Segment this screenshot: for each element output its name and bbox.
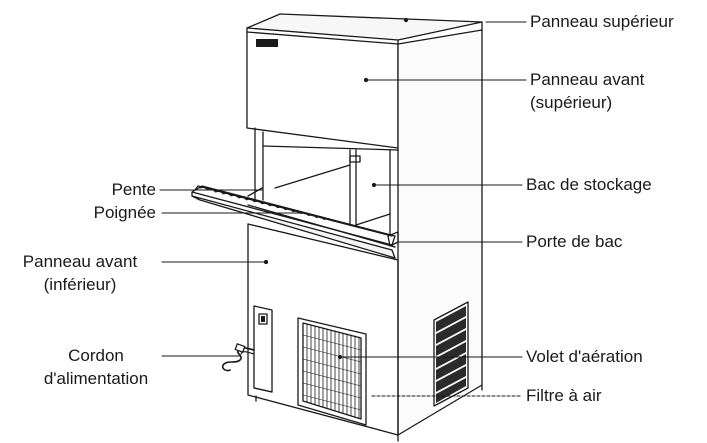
leader-lines xyxy=(159,17,527,397)
upper-front-panel xyxy=(246,31,399,149)
label-pente: Pente xyxy=(111,180,156,199)
label-volet-aeration: Volet d'aération xyxy=(526,347,643,366)
label-poignee: Poignée xyxy=(93,203,156,222)
label-panneau-avant-superieur-line2: (supérieur) xyxy=(530,93,613,112)
power-cord xyxy=(221,343,255,372)
storage-bin xyxy=(254,127,399,241)
power-cord-housing xyxy=(253,305,273,393)
label-porte-de-bac: Porte de bac xyxy=(526,232,623,251)
feet xyxy=(255,384,483,442)
label-panneau-avant-inferieur-line1: Panneau avant xyxy=(22,252,138,271)
lower-front-panel xyxy=(247,223,399,436)
ventilation-grille xyxy=(297,317,367,426)
label-panneau-avant-superieur-line1: Panneau avant xyxy=(530,70,645,89)
side-louver-vents xyxy=(433,301,469,407)
label-panneau-superieur: Panneau supérieur xyxy=(530,12,674,31)
top-panel xyxy=(246,13,483,45)
label-cordon-line1: Cordon xyxy=(68,346,124,365)
label-bac-de-stockage: Bac de stockage xyxy=(526,175,652,194)
label-panneau-avant-inferieur-line2: (inférieur) xyxy=(43,275,117,294)
brand-logo-plate xyxy=(256,39,278,47)
label-cordon-line2: d'alimentation xyxy=(43,369,149,388)
label-filtre-a-air: Filtre à air xyxy=(526,386,602,405)
bin-door xyxy=(191,185,399,259)
